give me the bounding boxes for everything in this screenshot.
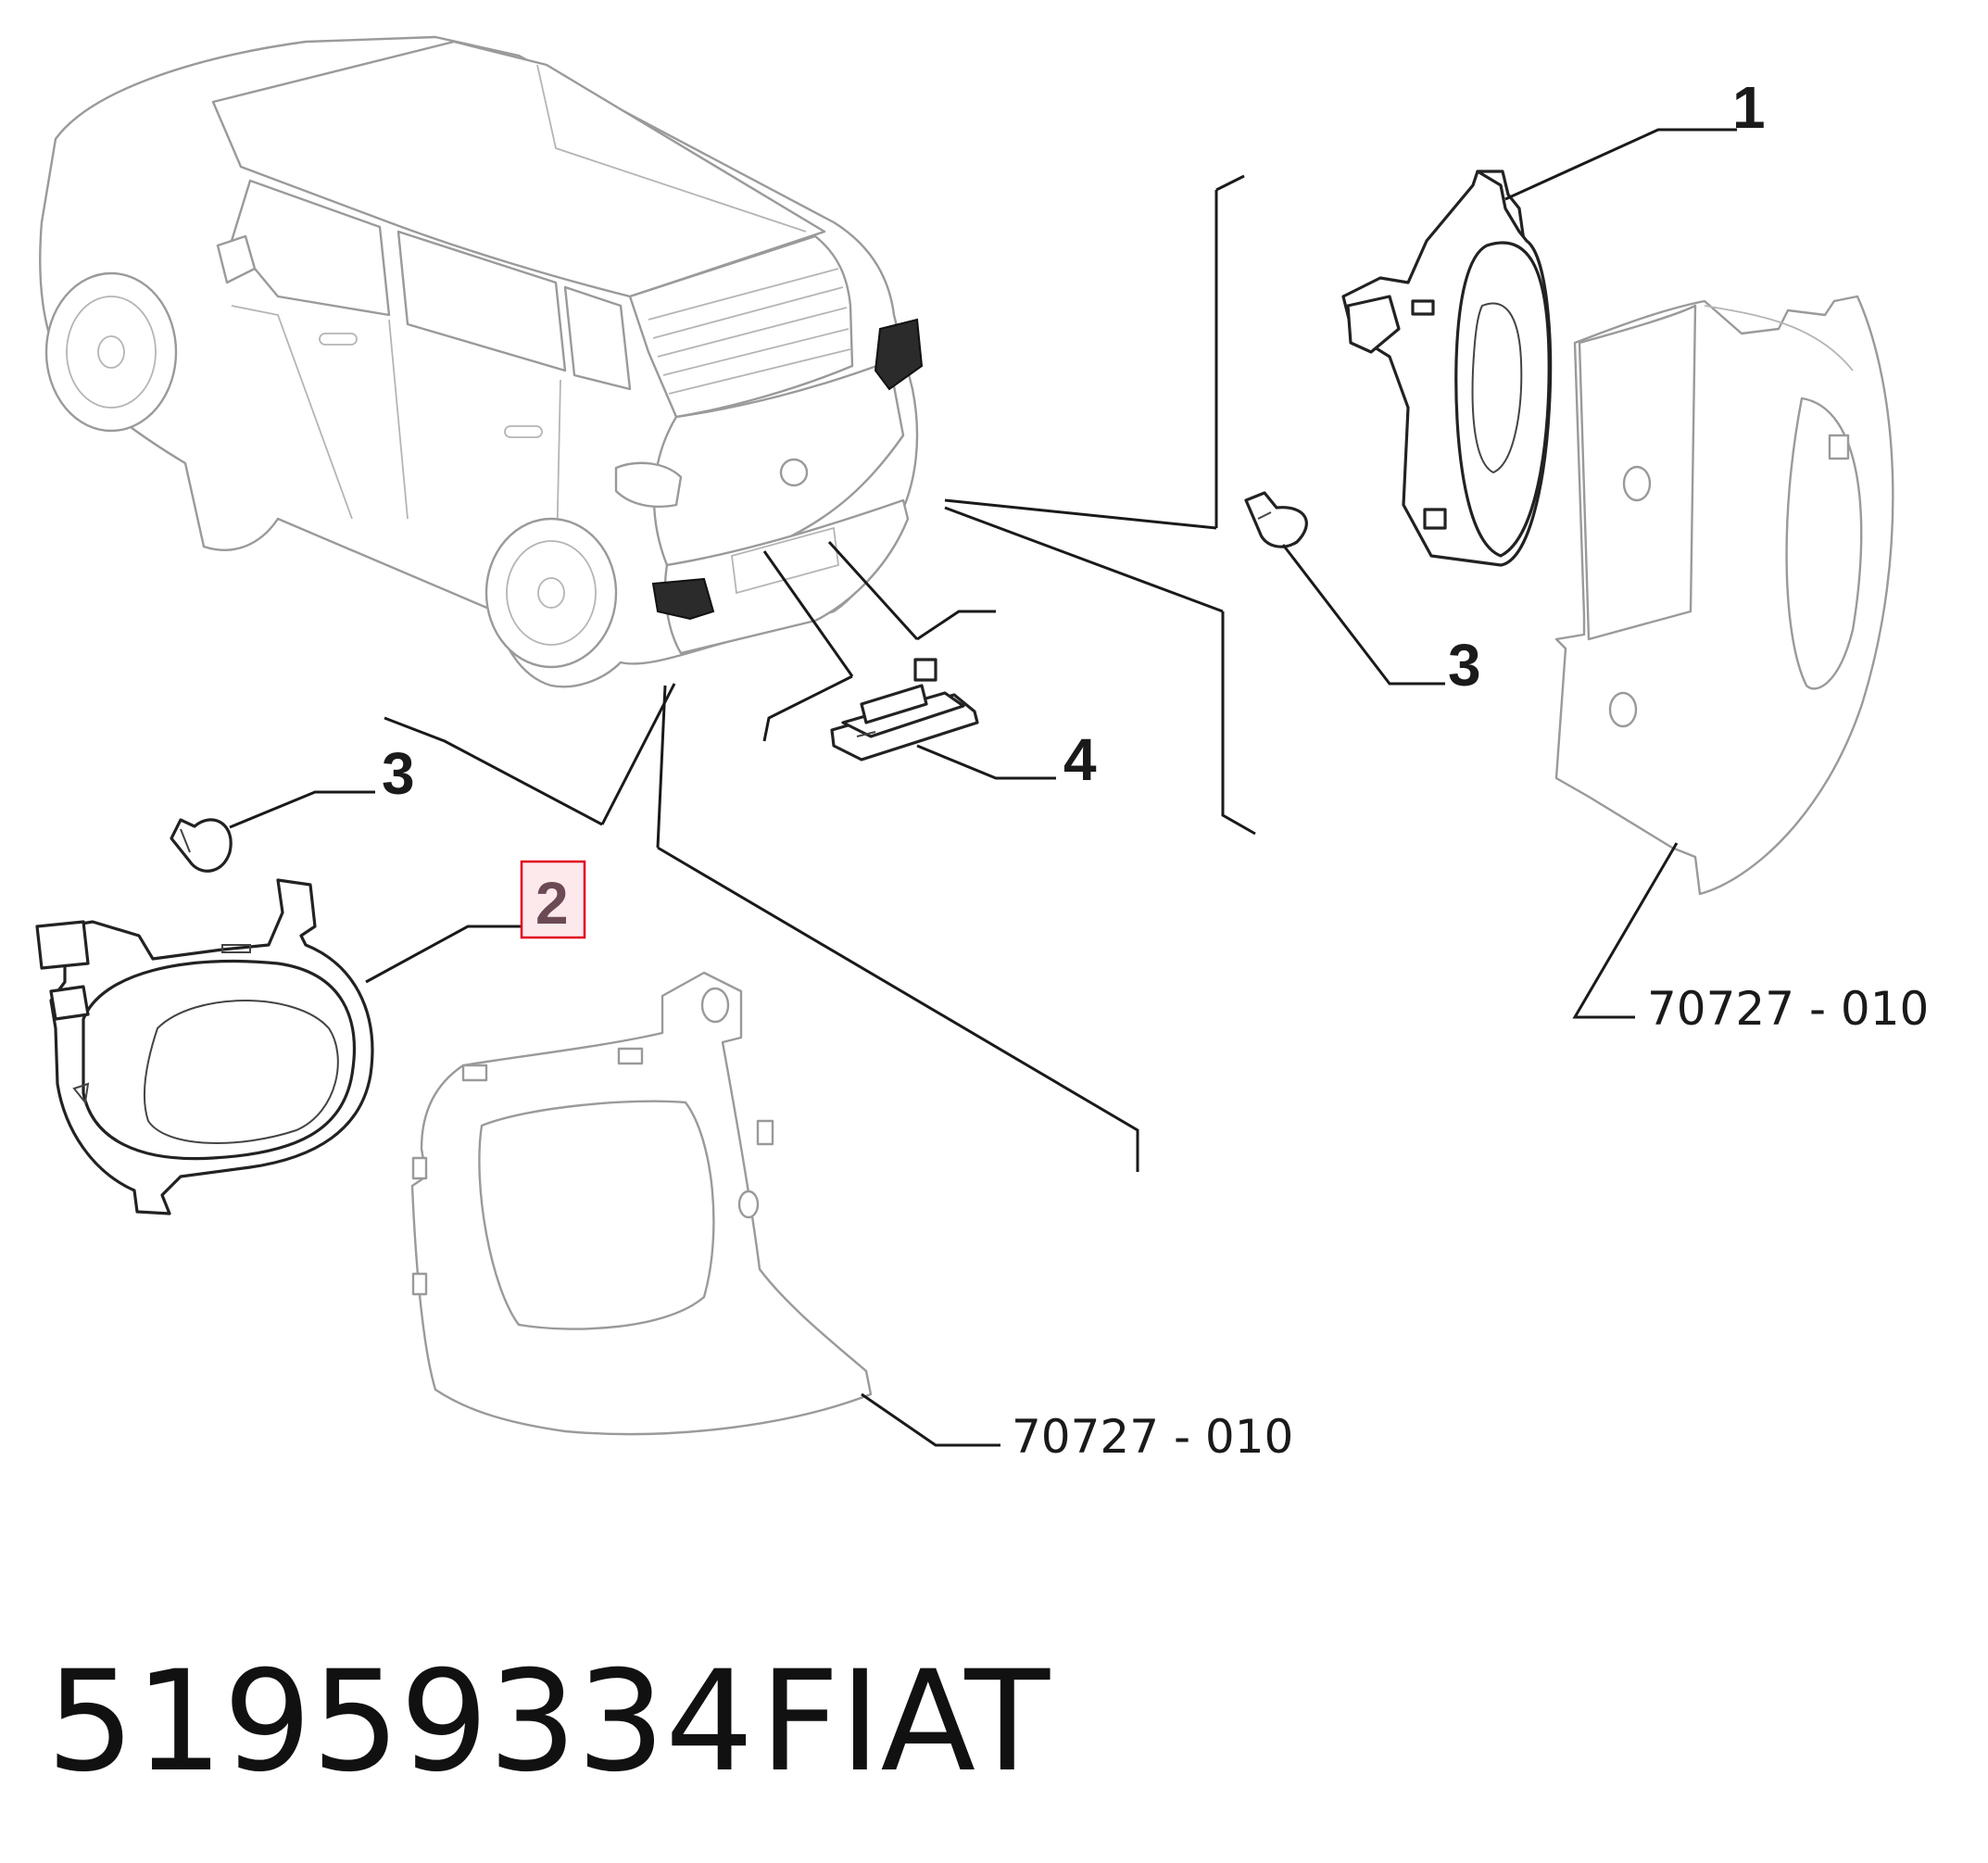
bulb-left <box>170 818 233 873</box>
part-2-rear-light-left <box>35 878 374 1215</box>
bulb-right <box>1244 491 1308 548</box>
leader-4 <box>916 744 1056 780</box>
callout-4: 4 <box>1063 726 1097 793</box>
car-leader-lines <box>384 174 1256 1172</box>
leader-ref-right <box>1572 842 1679 1019</box>
callout-1: 1 <box>1732 74 1766 141</box>
cover-right <box>1554 295 1894 896</box>
callout-2: 2 <box>535 870 569 937</box>
cover-bottom <box>410 971 873 1436</box>
ref-bottom: 70727 - 010 <box>1012 1410 1293 1464</box>
leader-2 <box>365 925 542 984</box>
car-illustration <box>39 35 924 688</box>
part-number: 51959334 <box>46 1642 753 1803</box>
callout-3-right: 3 <box>1448 632 1481 699</box>
ref-right: 70727 - 010 <box>1647 982 1929 1036</box>
callout-3-left: 3 <box>382 740 415 807</box>
leader-3-left <box>229 790 375 829</box>
leader-1 <box>1504 128 1737 201</box>
brand-name: FIAT <box>760 1642 1051 1803</box>
part-4-plate-light <box>830 658 979 762</box>
callout-2-highlight[interactable]: 2 <box>520 860 586 939</box>
leader-3-right <box>1281 544 1445 686</box>
part-1-tail-light-right <box>1341 170 1553 567</box>
leader-ref-bottom <box>861 1392 1000 1447</box>
